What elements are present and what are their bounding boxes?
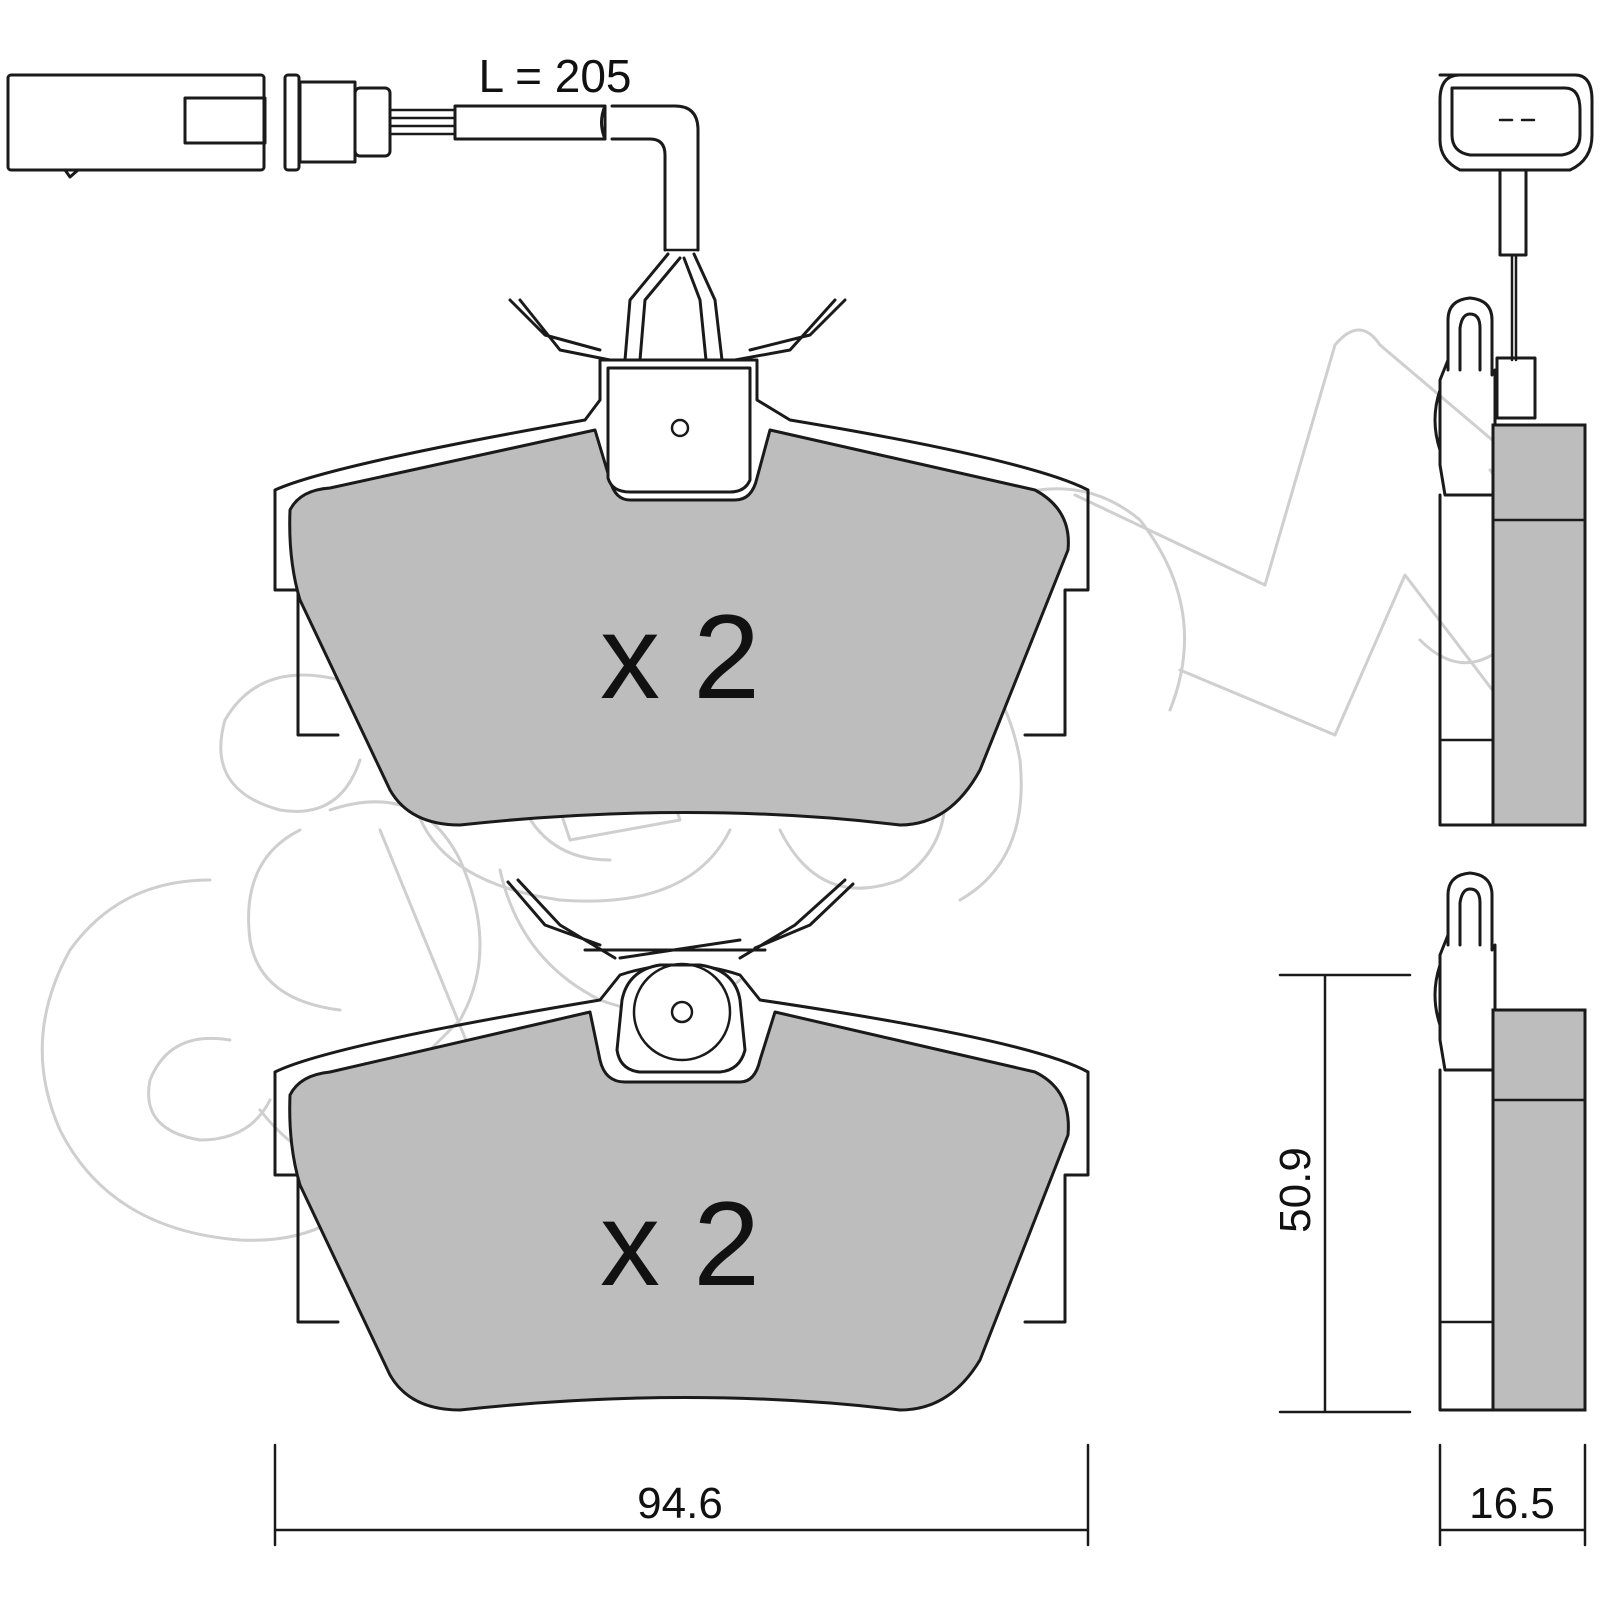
pad-quantity: x 2 [600, 1177, 760, 1311]
brake-pad-without-sensor: x 2 [273, 878, 1090, 1412]
brake-pad-with-sensor: x 2 [273, 298, 1090, 827]
pad-quantity: x 2 [600, 590, 760, 724]
side-view-with-sensor [1433, 73, 1594, 827]
wear-sensor-cable [6, 73, 724, 362]
pad-hole [670, 1000, 694, 1024]
side-view-without-sensor [1433, 871, 1587, 1412]
dimension-thickness: 16.5 [1469, 1479, 1555, 1528]
dimension-width: 94.6 [637, 1479, 723, 1528]
cable-length-label: L = 205 [478, 50, 631, 102]
dimension-lines [273, 973, 1587, 1547]
pad-hole [670, 418, 690, 438]
dimension-height: 50.9 [1271, 1147, 1320, 1233]
